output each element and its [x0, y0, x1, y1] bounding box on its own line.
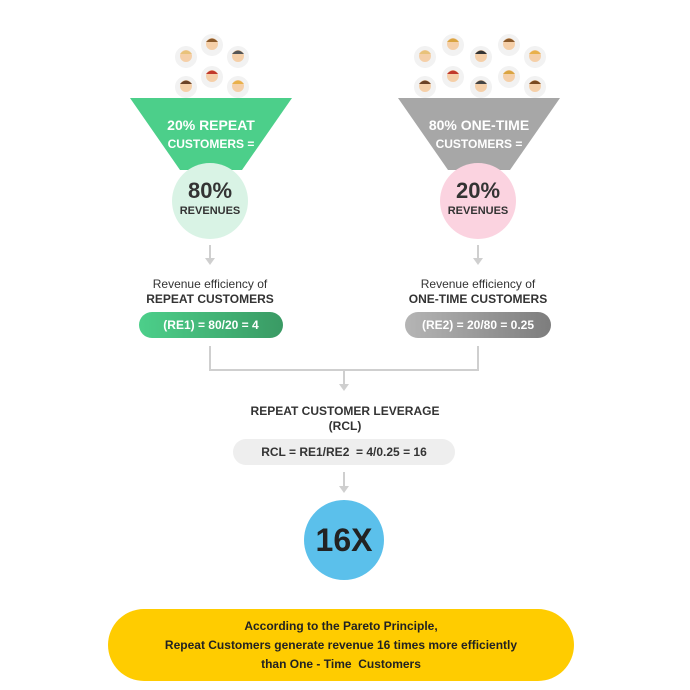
customer-avatar-icon — [175, 46, 197, 68]
result-arrow-icon — [339, 486, 349, 493]
repeat-customers-funnel — [130, 98, 292, 170]
conclusion-line1: According to the Pareto Principle, — [244, 619, 438, 633]
customer-avatar-icon — [414, 46, 436, 68]
result-connector-line — [343, 472, 345, 486]
conclusion-line2: Repeat Customers generate revenue 16 tim… — [164, 638, 518, 652]
rcl-result-value: 16X — [315, 522, 373, 558]
left-funnel-line2: CUSTOMERS = — [167, 137, 255, 151]
customer-avatar-icon — [227, 46, 249, 68]
customer-avatar-icon — [442, 34, 464, 56]
customer-avatar-icon — [498, 66, 520, 88]
right-connector-line — [477, 245, 479, 259]
re1-formula-pill: (RE1) = 80/20 = 4 — [139, 312, 283, 338]
left-arrow-icon — [205, 258, 215, 265]
customer-avatar-icon — [201, 66, 223, 88]
merge-line-right — [477, 346, 479, 370]
customer-avatar-icon — [524, 76, 546, 98]
repeat-revenue-percent: 80% — [187, 178, 233, 203]
right-funnel-line1: 80% ONE-TIME — [428, 117, 530, 133]
customer-avatar-icon — [201, 34, 223, 56]
conclusion-banner: According to the Pareto Principle, Repea… — [108, 609, 574, 681]
one-time-revenue-label: REVENUES — [447, 205, 509, 217]
conclusion-line3: than One - Time Customers — [261, 657, 421, 671]
merge-line-down — [343, 370, 345, 384]
customer-avatar-icon — [524, 46, 546, 68]
right-arrow-icon — [473, 258, 483, 265]
one-time-customers-funnel — [398, 98, 560, 170]
customer-avatar-icon — [470, 46, 492, 68]
merge-line-left — [209, 346, 211, 370]
one-time-efficiency-line2: ONE-TIME CUSTOMERS — [408, 292, 548, 306]
rcl-title-line2: (RCL) — [328, 419, 362, 433]
customer-avatar-icon — [227, 76, 249, 98]
customer-avatar-icon — [442, 66, 464, 88]
customer-avatar-icon — [498, 34, 520, 56]
customer-avatar-icon — [175, 76, 197, 98]
repeat-revenue-label: REVENUES — [179, 205, 241, 217]
rcl-title: REPEAT CUSTOMER LEVERAGE (RCL) — [195, 404, 495, 434]
repeat-revenue-circle: 80% REVENUES — [172, 163, 248, 239]
one-time-revenue-circle: 20% REVENUES — [440, 163, 516, 239]
rcl-formula-pill: RCL = RE1/RE2 = 4/0.25 = 16 — [233, 439, 455, 465]
one-time-customers-faces — [410, 30, 550, 110]
customer-avatar-icon — [470, 76, 492, 98]
merge-arrow-icon — [339, 384, 349, 391]
customer-avatar-icon — [414, 76, 436, 98]
right-funnel-line2: CUSTOMERS = — [435, 137, 523, 151]
one-time-efficiency-label: Revenue efficiency of ONE-TIME CUSTOMERS — [378, 277, 578, 307]
repeat-customers-faces — [165, 30, 260, 110]
left-connector-line — [209, 245, 211, 259]
repeat-efficiency-label: Revenue efficiency of REPEAT CUSTOMERS — [110, 277, 310, 307]
re2-formula-pill: (RE2) = 20/80 = 0.25 — [405, 312, 551, 338]
left-funnel-line1: 20% REPEAT — [167, 117, 255, 133]
repeat-efficiency-line1: Revenue efficiency of — [152, 277, 268, 291]
rcl-title-line1: REPEAT CUSTOMER LEVERAGE — [250, 404, 440, 418]
rcl-result-circle: 16X — [304, 500, 384, 580]
repeat-efficiency-line2: REPEAT CUSTOMERS — [146, 292, 274, 306]
one-time-revenue-percent: 20% — [455, 178, 501, 203]
one-time-efficiency-line1: Revenue efficiency of — [420, 277, 536, 291]
